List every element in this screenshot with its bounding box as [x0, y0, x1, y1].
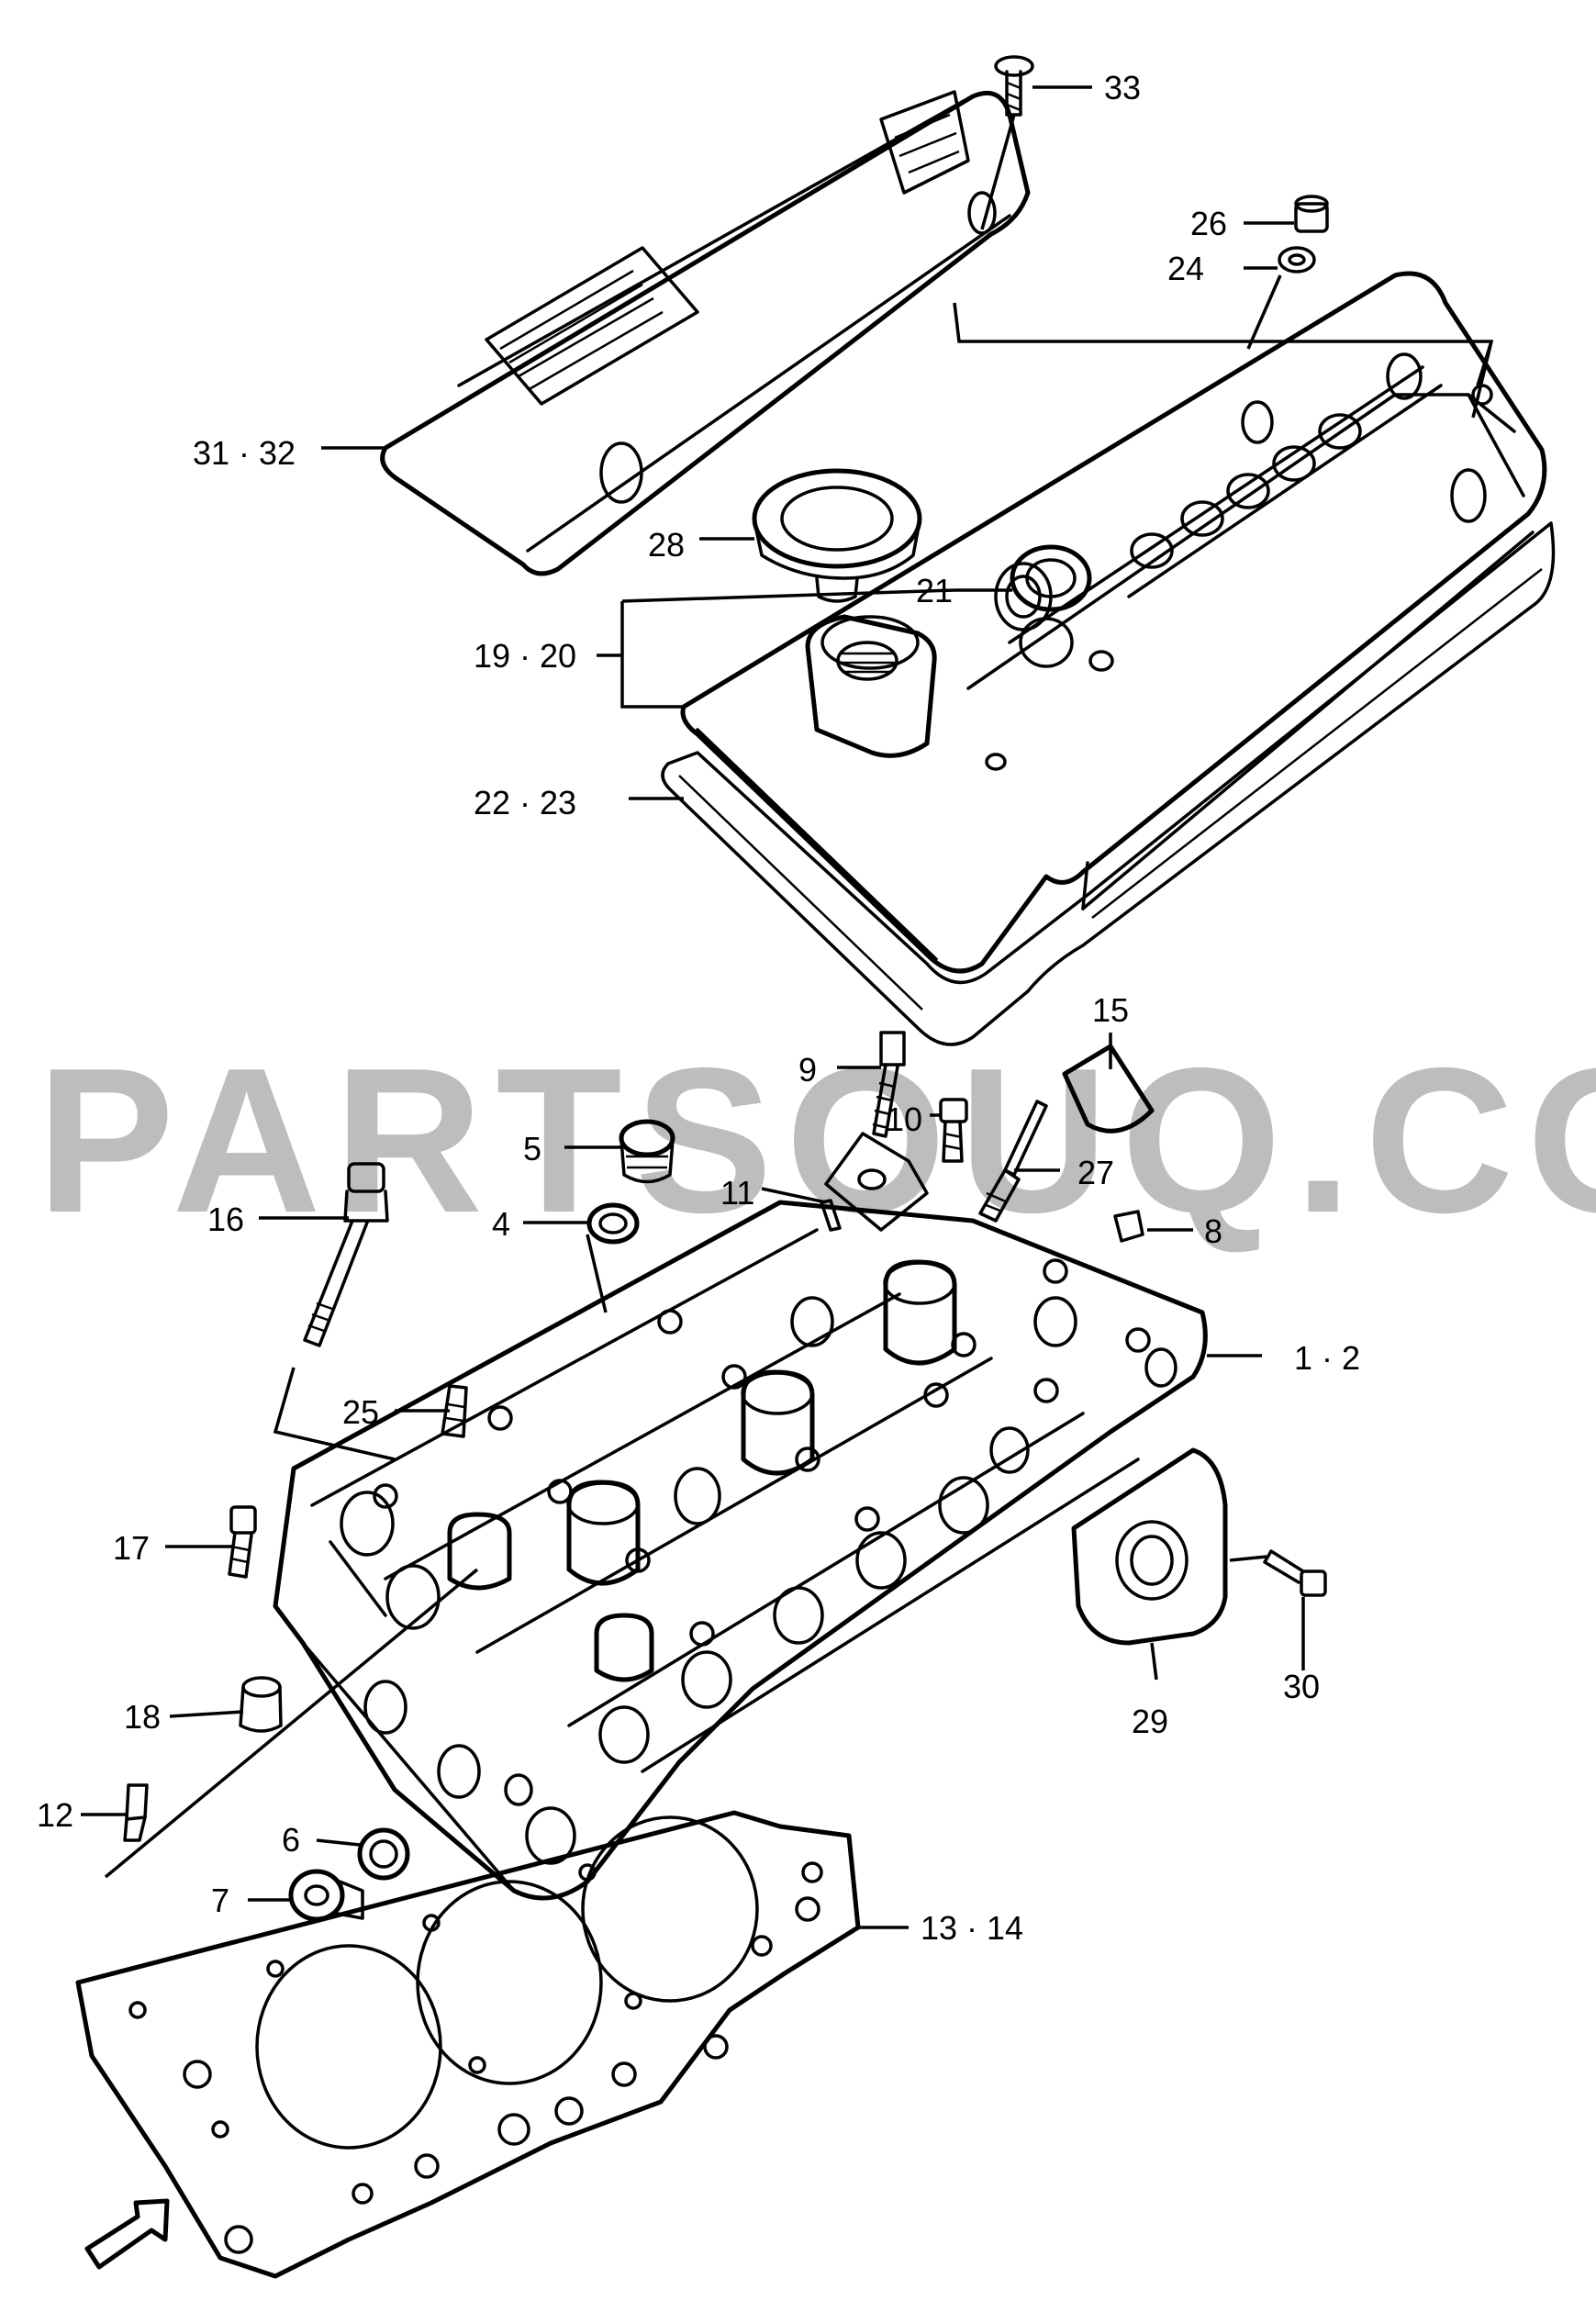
cap-12 — [123, 1783, 149, 1842]
cap-nut — [1294, 195, 1329, 233]
sealing-washer — [1278, 246, 1316, 274]
callout-12: 12 — [37, 1796, 73, 1834]
housing-bolt — [1263, 1549, 1327, 1597]
callout-25: 25 — [342, 1393, 379, 1431]
cylinder-head-gasket — [75, 1810, 861, 2279]
spark-plug — [978, 1100, 1048, 1223]
callout-18: 18 — [124, 1698, 161, 1736]
callout-15: 15 — [1092, 991, 1129, 1029]
plug-gasket-6 — [357, 1827, 410, 1881]
callout-19-20: 19 · 20 — [474, 637, 576, 675]
upper-cylinder-cover — [380, 90, 1031, 576]
callout-labels: 33 26 24 31 · 32 28 21 19 · 20 22 · 23 1… — [37, 69, 1360, 1947]
callout-29: 29 — [1132, 1703, 1168, 1740]
temperature-sensor — [872, 1031, 906, 1138]
cylinder-head — [273, 1200, 1208, 1901]
cover-gasket — [661, 521, 1556, 1046]
bolt-10 — [939, 1098, 968, 1163]
callout-24: 24 — [1167, 250, 1204, 287]
callout-9: 9 — [798, 1051, 817, 1089]
callout-11: 11 — [720, 1174, 754, 1212]
callout-17: 17 — [113, 1529, 150, 1567]
half-moon-plug — [1062, 1044, 1155, 1134]
callout-22-23: 22 · 23 — [474, 784, 576, 821]
wiring-bracket — [820, 1132, 929, 1232]
callout-30: 30 — [1283, 1668, 1320, 1705]
callout-31-32: 31 · 32 — [193, 434, 296, 472]
dowel-pin — [239, 1676, 283, 1733]
side-housing-cover — [1071, 1447, 1228, 1646]
callout-7: 7 — [211, 1882, 229, 1919]
seal-ring — [1010, 544, 1092, 612]
cover-bolt — [994, 55, 1034, 117]
leader-lines — [81, 85, 1494, 1929]
callout-26: 26 — [1190, 205, 1227, 242]
callout-16: 16 — [207, 1201, 244, 1238]
callout-4: 4 — [492, 1205, 510, 1243]
small-plug — [1113, 1210, 1144, 1243]
callout-8: 8 — [1204, 1212, 1222, 1250]
callout-28: 28 — [648, 526, 685, 564]
callout-13-14: 13 · 14 — [921, 1909, 1023, 1947]
callout-5: 5 — [523, 1130, 541, 1167]
callout-21: 21 — [916, 572, 953, 609]
callout-10: 10 — [886, 1100, 922, 1138]
stud-bolt — [441, 1384, 468, 1438]
callout-1-2: 1 · 2 — [1294, 1339, 1360, 1377]
callout-33: 33 — [1104, 69, 1141, 106]
head-bolt — [303, 1162, 389, 1347]
bolt-17 — [228, 1505, 257, 1579]
drain-plug — [619, 1119, 675, 1184]
callout-27: 27 — [1077, 1154, 1114, 1191]
front-direction-arrow-icon — [84, 2198, 170, 2270]
callout-6: 6 — [282, 1821, 300, 1859]
cylinder-head-cover — [680, 271, 1547, 974]
oil-filler-cap — [752, 468, 922, 603]
